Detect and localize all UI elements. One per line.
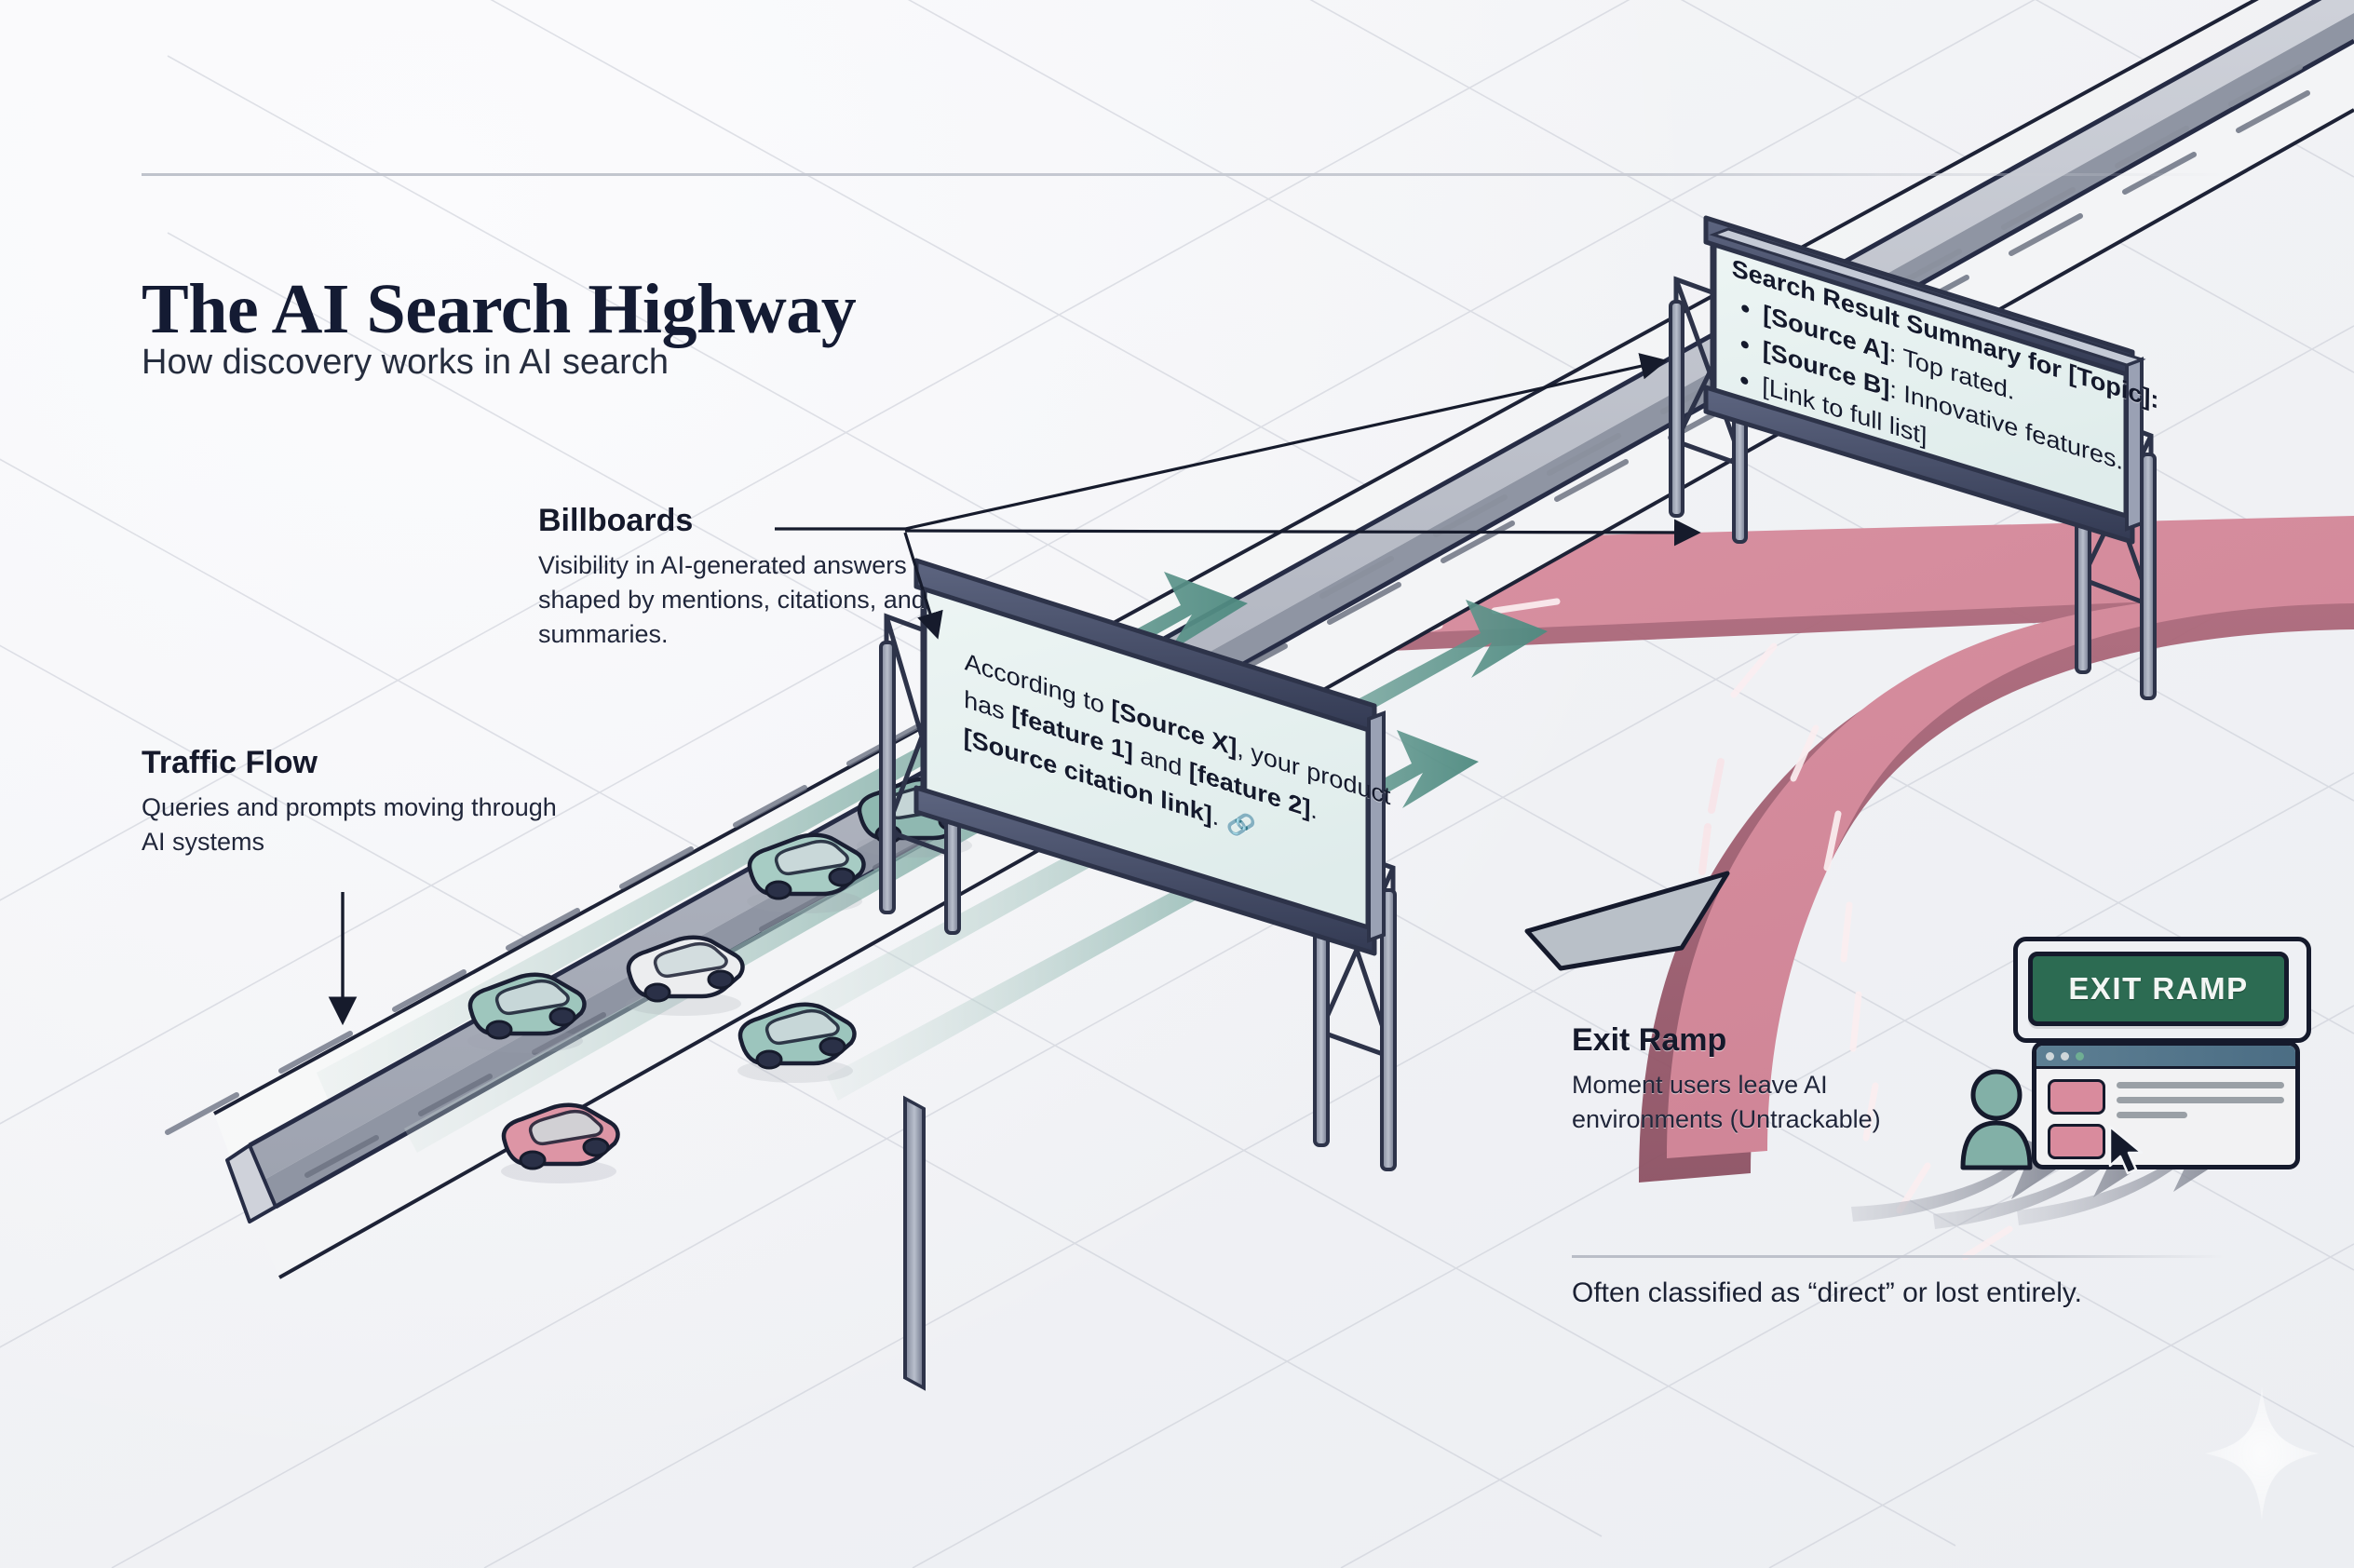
annotation-billboards: Billboards Visibility in AI-generated an… — [538, 503, 929, 652]
connector-to-upper-billboard — [904, 353, 1668, 531]
exit-ramp-footnote: Often classified as “direct” or lost ent… — [1572, 1277, 2082, 1308]
car-white — [626, 938, 742, 1016]
window-dot — [2061, 1051, 2069, 1061]
annotation-body: Queries and prompts moving through AI sy… — [142, 793, 557, 856]
ramp-gore-island — [1524, 871, 1730, 971]
placeholder-line — [2117, 1082, 2284, 1088]
window-dot — [2046, 1051, 2054, 1061]
browser-titlebar — [2036, 1046, 2295, 1069]
connector-to-lower-billboard — [903, 532, 943, 640]
car-teal — [747, 835, 863, 913]
annotation-heading: Billboards — [538, 503, 694, 538]
annotation-body: Visibility in AI-generated answers shape… — [538, 551, 926, 648]
thumbnail-column — [2048, 1079, 2105, 1159]
car-teal — [737, 1005, 854, 1083]
cursor-arrow-icon — [2108, 1125, 2144, 1175]
annotation-heading: Traffic Flow — [142, 745, 318, 780]
annotation-body: Moment users leave AI environments (Untr… — [1572, 1071, 1881, 1133]
page-subtitle: How discovery works in AI search — [142, 343, 669, 382]
annotation-exit-ramp: Exit Ramp Moment users leave AI environm… — [1572, 1022, 1944, 1137]
window-dot — [2076, 1051, 2084, 1061]
car-teal — [467, 975, 584, 1053]
placeholder-line — [2117, 1097, 2284, 1103]
page-title: The AI Search Highway — [142, 269, 857, 348]
header-divider — [142, 173, 2227, 176]
exit-ramp-label: EXIT RAMP — [2068, 971, 2249, 1006]
gray-arrow — [1933, 1130, 2157, 1229]
sparkle-icon — [2205, 1387, 2319, 1520]
annotation-traffic-flow: Traffic Flow Queries and prompts moving … — [142, 745, 579, 859]
placeholder-line — [2117, 1112, 2187, 1118]
exit-ramp-sign[interactable]: EXIT RAMP — [2028, 952, 2289, 1026]
person-icon — [1960, 1069, 2033, 1170]
footnote-divider — [1572, 1255, 2224, 1258]
billboard-lower-panel — [913, 558, 1386, 956]
thumbnail — [2048, 1124, 2105, 1159]
browser-content — [2036, 1069, 2295, 1165]
browser-window-card[interactable] — [2032, 1041, 2300, 1169]
text-placeholder-lines — [2117, 1079, 2284, 1159]
car-pink — [501, 1105, 617, 1183]
annotation-heading: Exit Ramp — [1572, 1022, 1727, 1058]
thumbnail — [2048, 1079, 2105, 1115]
connector-to-upper-billboard-2 — [904, 519, 1701, 547]
billboard-upper-panel — [1703, 215, 2146, 545]
